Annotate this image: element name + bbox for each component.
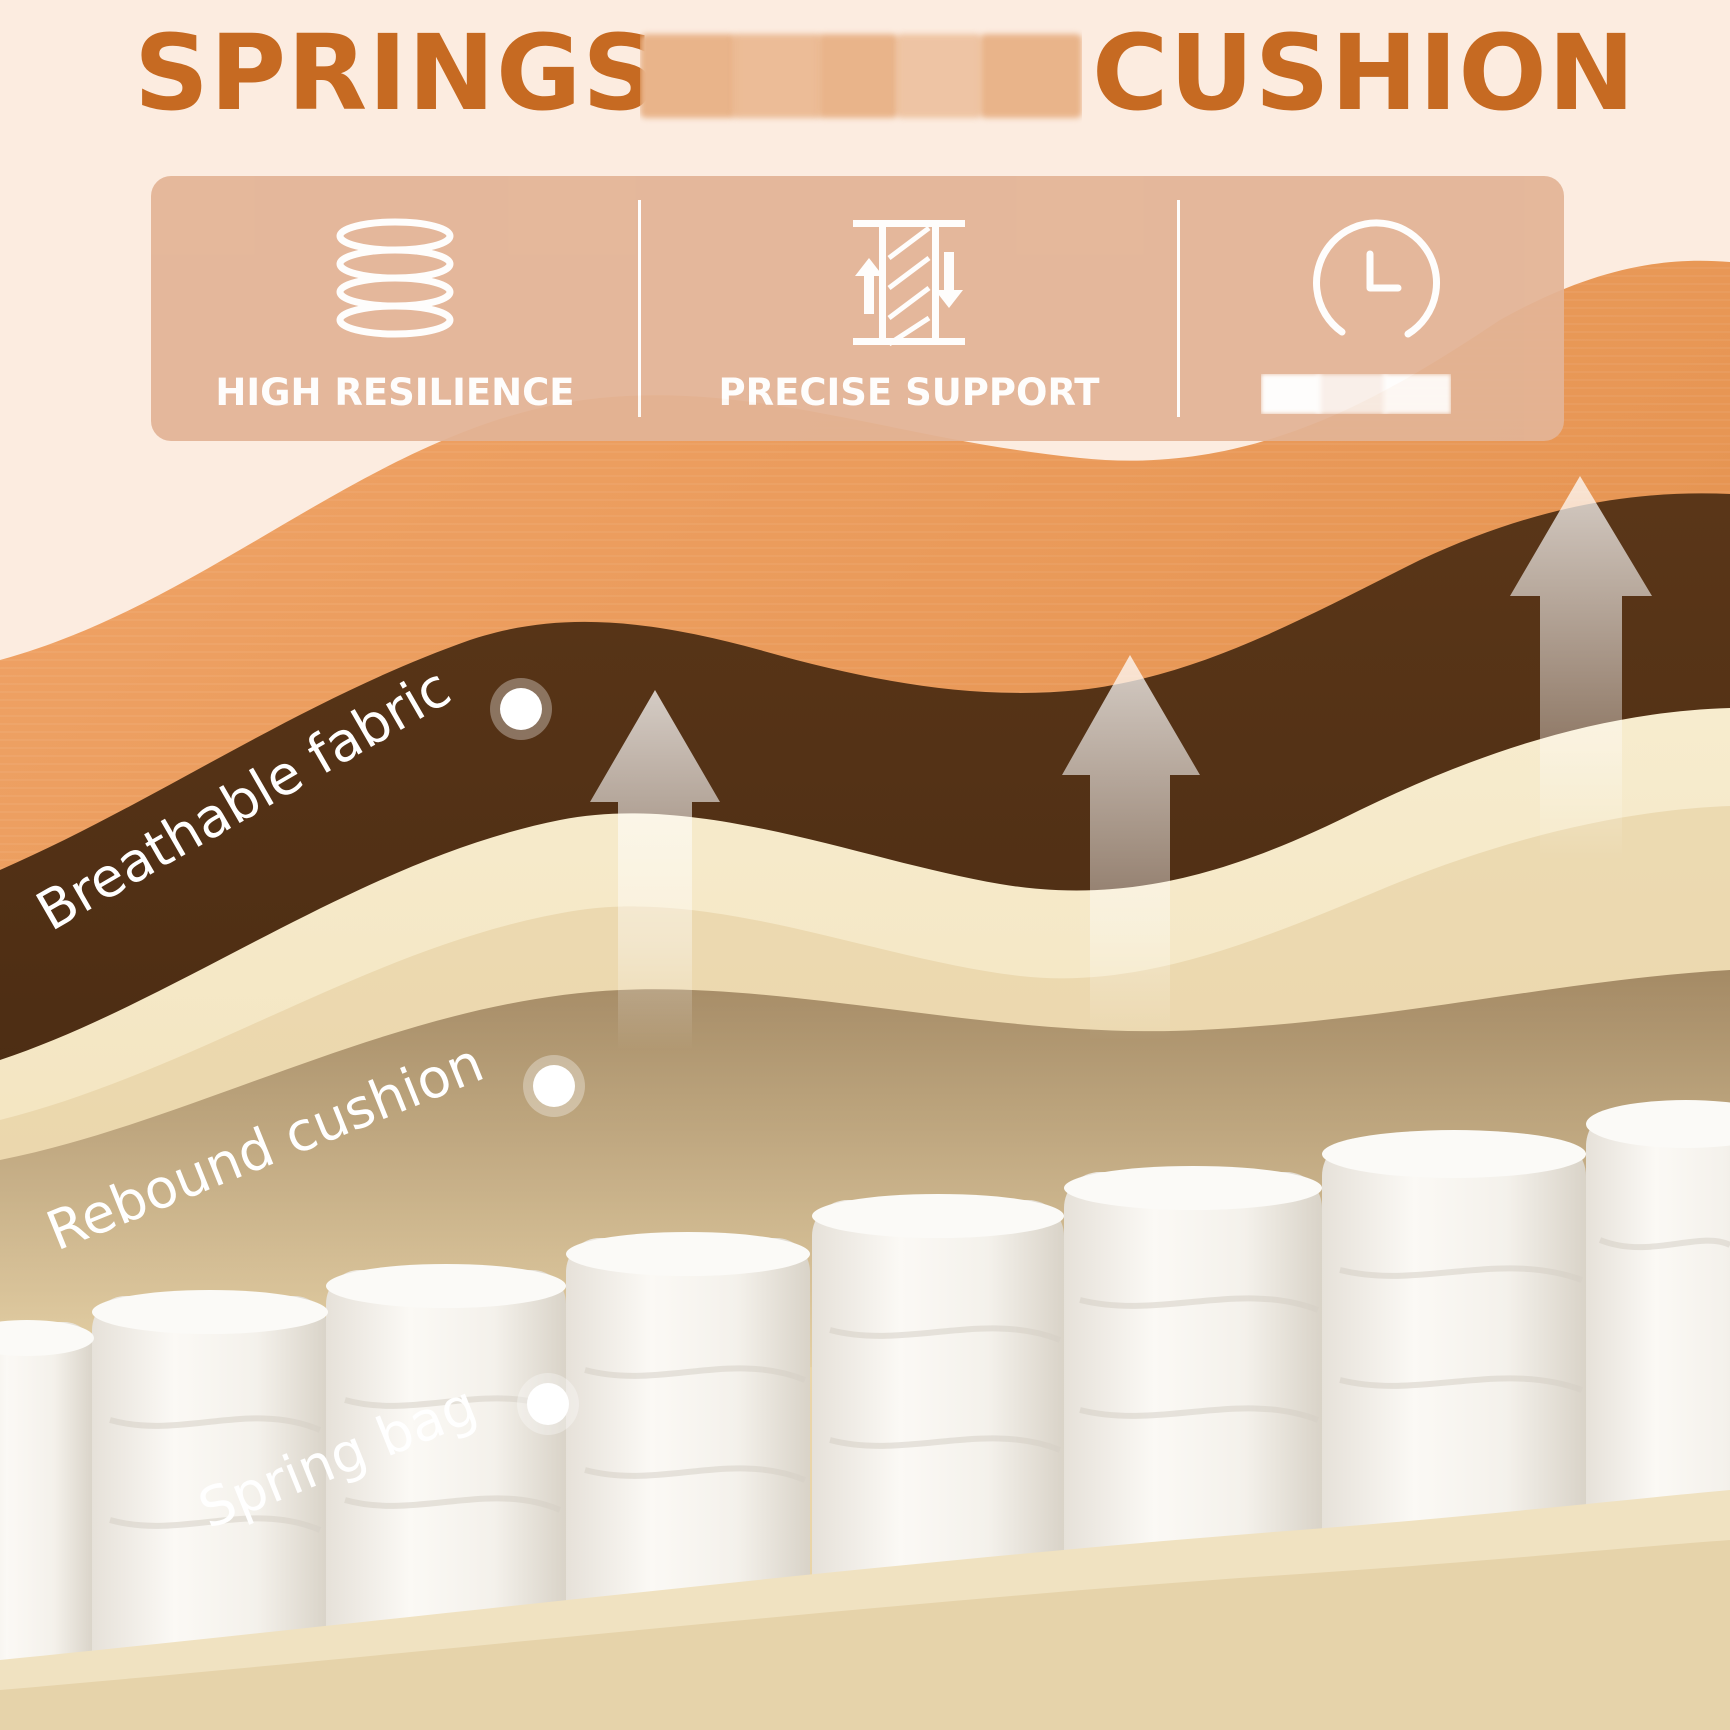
- feature-durable: [1181, 176, 1564, 441]
- feature-divider: [1177, 200, 1180, 417]
- callout-dot-spring-bag: [527, 1383, 569, 1425]
- callout-dot-rebound-cushion: [533, 1065, 575, 1107]
- feature-label-high-resilience: HIGH RESILIENCE: [215, 371, 575, 414]
- spring-coil-icon: [336, 218, 454, 338]
- feature-divider: [638, 200, 641, 417]
- spring-pockets: [0, 1100, 1730, 1692]
- rebound-arrows: [590, 476, 1652, 1050]
- feature-high-resilience: HIGH RESILIENCE: [151, 176, 639, 441]
- feature-label-precise-support: PRECISE SUPPORT: [718, 371, 1100, 414]
- support-arrows-icon: [853, 220, 965, 347]
- callout-dot-breathable-fabric: [500, 688, 542, 730]
- title-blurred-word: [640, 26, 1082, 126]
- title-springs: SPRINGS: [134, 12, 659, 134]
- feature-precise-support: PRECISE SUPPORT: [641, 176, 1177, 441]
- feature-label-blurred: [1261, 374, 1451, 414]
- title-bar: SPRINGS CUSHION: [0, 18, 1730, 128]
- clock-icon: [1312, 219, 1440, 338]
- title-cushion: CUSHION: [1092, 12, 1636, 134]
- feature-panel: HIGH RESILIENCE: [151, 176, 1564, 441]
